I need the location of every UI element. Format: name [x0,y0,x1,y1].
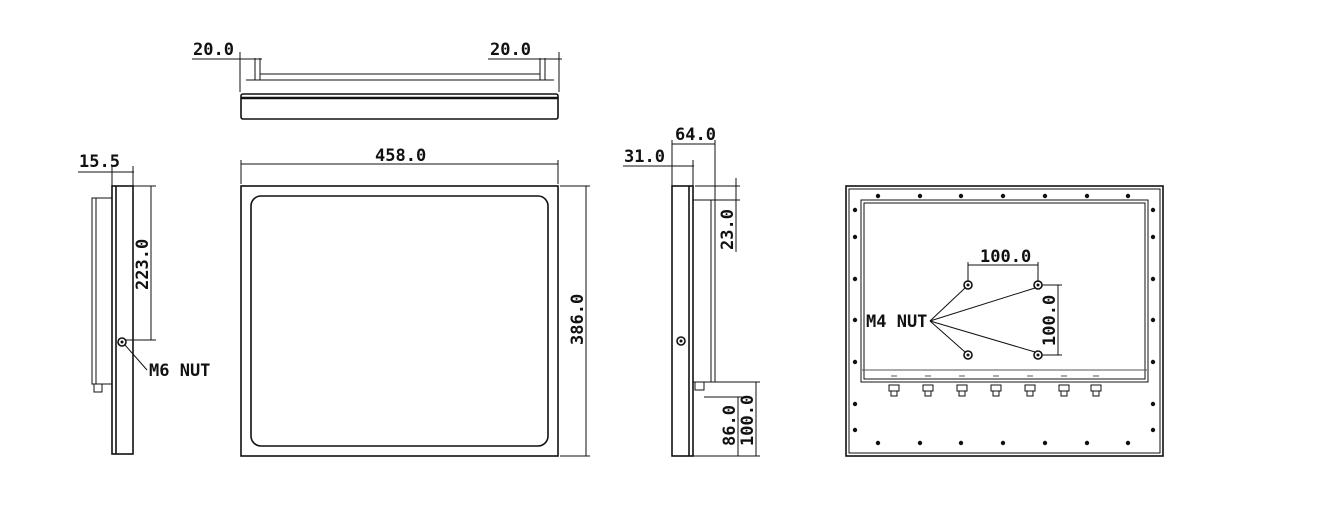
top-dim-right: 20.0 [490,40,531,60]
screw-dot [1150,276,1156,282]
screw-dot [1042,440,1048,446]
rear-ports [888,375,1102,397]
screw-dot [875,440,881,446]
front-view: 458.0 386.0 [240,146,590,457]
screw-dot [917,440,923,446]
connector-port [1090,375,1102,397]
connector-port [1024,375,1036,397]
front-dim-height: 386.0 [568,294,588,345]
right-dim-top-offset: 23.0 [718,209,738,250]
right-dim-bottom-b: 100.0 [738,395,758,446]
rear-vesa-vertical: 100.0 [1040,295,1060,346]
left-dim-depth: 15.5 [79,152,120,172]
left-side-view: 15.5 223.0 M6 NUT [78,152,210,455]
rear-screw-dots [852,193,1156,446]
connector-port [922,375,934,397]
right-dim-bottom-a: 86.0 [720,405,740,446]
screw-dot [852,207,858,213]
connector-port [990,375,1002,397]
screw-dot [958,193,964,199]
screw-dot [852,234,858,240]
connector-port [1058,375,1070,397]
right-dim-front-depth: 31.0 [624,147,665,167]
connector-port [956,375,968,397]
screw-dot [958,440,964,446]
left-dim-height: 223.0 [133,239,153,290]
screw-dot [1125,193,1131,199]
screw-dot [1042,193,1048,199]
connector-port [888,375,900,397]
screw-dot [1084,440,1090,446]
screw-dot [1000,440,1006,446]
front-dim-width: 458.0 [375,146,426,166]
screw-dot [852,317,858,323]
screw-dot [1150,317,1156,323]
rear-view: 100.0 100.0 M4 NUT [845,185,1164,457]
right-dim-total-depth: 64.0 [675,125,716,145]
rear-vesa-horizontal: 100.0 [980,247,1031,267]
screw-dot [852,276,858,282]
screw-dot [1084,193,1090,199]
screw-dot [852,359,858,365]
top-dim-left: 20.0 [193,40,234,60]
right-side-view: 31.0 64.0 23.0 86.0 100.0 [623,125,760,457]
screw-dot [1150,207,1156,213]
rear-callout-m4-nut: M4 NUT [866,312,927,332]
screw-dot [1150,234,1156,240]
screw-dot [917,193,923,199]
top-view: 20.0 20.0 [192,40,562,120]
screw-dot [1000,193,1006,199]
screw-dot [852,427,858,433]
screw-dot [1150,427,1156,433]
screw-dot [852,401,858,407]
left-callout-m6-nut: M6 NUT [149,361,210,381]
screw-dot [1125,440,1131,446]
screw-dot [1150,359,1156,365]
screw-dot [875,193,881,199]
screw-dot [1150,401,1156,407]
